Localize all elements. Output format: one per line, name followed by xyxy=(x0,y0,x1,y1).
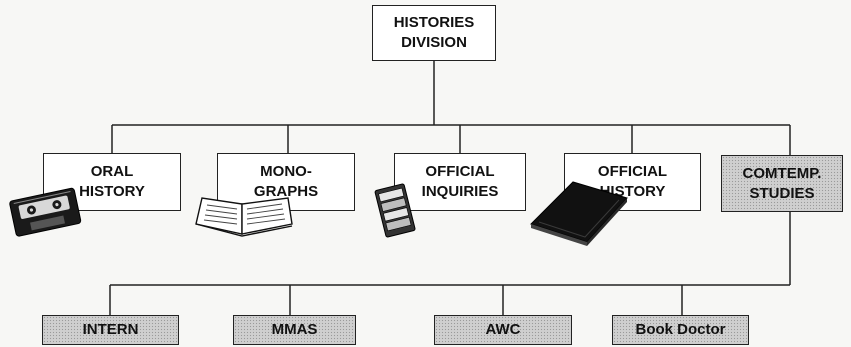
histories-division-box: HISTORIES DIVISION xyxy=(372,5,496,61)
histories-division-label: HISTORIES DIVISION xyxy=(394,13,475,53)
intern-label: INTERN xyxy=(83,320,139,340)
mmas-label: MMAS xyxy=(272,320,318,340)
book-doctor-label: Book Doctor xyxy=(636,320,726,340)
comtemp-studies-box: COMTEMP. STUDIES xyxy=(721,155,843,212)
intern-box: INTERN xyxy=(42,315,179,345)
official-inquiries-label: OFFICIAL INQUIRIES xyxy=(422,162,499,202)
mmas-box: MMAS xyxy=(233,315,356,345)
awc-box: AWC xyxy=(434,315,572,345)
open-book-icon xyxy=(192,194,298,238)
oral-history-label: ORAL HISTORY xyxy=(79,162,145,202)
book-doctor-box: Book Doctor xyxy=(612,315,749,345)
awc-label: AWC xyxy=(486,320,521,340)
cassette-tape-icon xyxy=(6,182,86,240)
closed-book-icon xyxy=(527,176,631,246)
comtemp-studies-label: COMTEMP. STUDIES xyxy=(743,164,822,204)
file-stack-icon xyxy=(372,180,422,240)
